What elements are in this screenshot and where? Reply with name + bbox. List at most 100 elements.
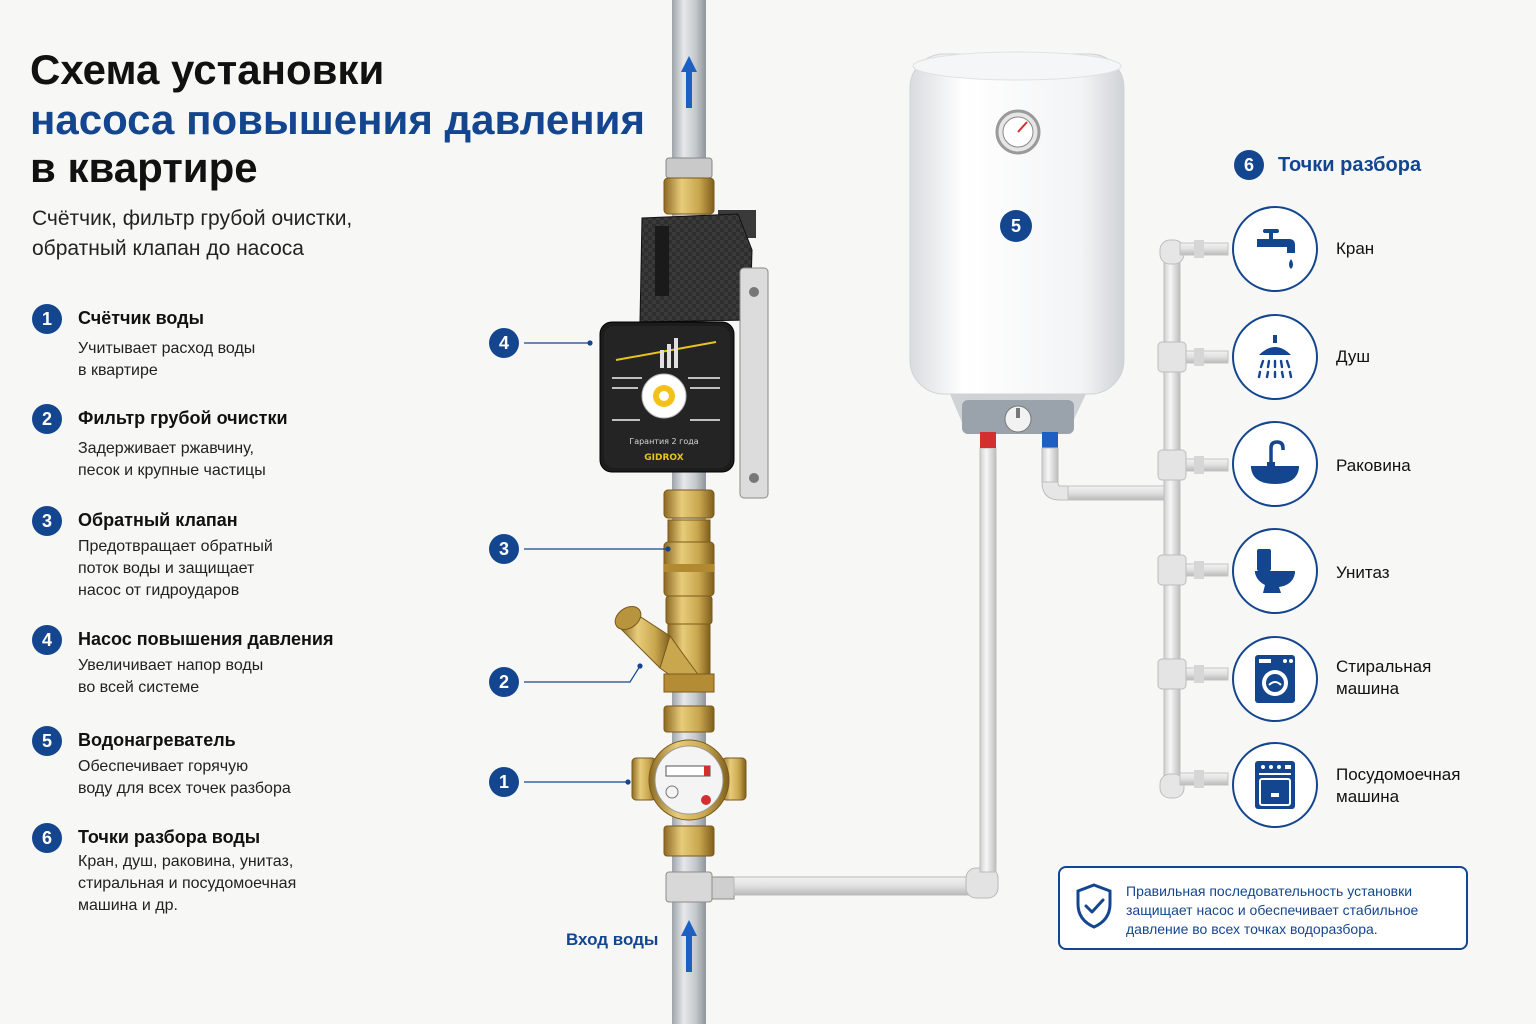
page-title-line-2: насоса повышения давления	[30, 96, 645, 143]
point-label: Душ	[1336, 346, 1370, 368]
point-label-line: Посудомоечная	[1336, 765, 1461, 784]
point-label-line: Душ	[1336, 347, 1371, 366]
pump-brand-text: GIDROX	[644, 453, 683, 463]
point-icon-circle	[1232, 742, 1318, 828]
note-line: защищает насос и обеспечивает стабильное	[1126, 902, 1419, 918]
washing-machine-icon	[1255, 655, 1295, 703]
legend-desc-line: Кран, душ, раковина, унитаз,	[78, 853, 294, 870]
legend-number-badge: 3	[32, 506, 62, 536]
note-line: Правильная последовательность установки	[1126, 883, 1413, 899]
point-label: Раковина	[1336, 455, 1411, 477]
toilet-icon	[1255, 549, 1295, 593]
pump-union-nut	[663, 489, 715, 519]
legend-title: Насос повышения давления	[78, 629, 334, 649]
tee-fitting	[665, 871, 713, 903]
sink-icon	[1251, 440, 1299, 484]
point-label: Посудомоечная машина	[1336, 764, 1460, 808]
point-label-line: Кран	[1336, 239, 1375, 258]
point-icon-circle	[1232, 636, 1318, 722]
inlet-arrow-icon	[681, 920, 697, 972]
subtitle: Счётчик, фильтр грубой очистки, обратный…	[32, 204, 352, 264]
legend-desc-line: Увеличивает напор воды	[78, 657, 264, 674]
point-icon-circle	[1232, 421, 1318, 507]
legend-number-badge: 4	[32, 625, 62, 655]
point-item-shower: Душ	[1232, 314, 1512, 404]
note-line: давление во всех точках водоразбора.	[1126, 921, 1378, 937]
feed-pipe-vertical	[979, 447, 997, 873]
flow-arrow-up-icon	[681, 56, 697, 108]
legend-desc-line: поток воды и защищает	[78, 560, 255, 577]
point-label-line: Стиральная	[1336, 657, 1432, 676]
note-text: Правильная последовательность установки …	[1126, 882, 1418, 939]
legend-desc-line: в квартире	[78, 362, 158, 379]
point-label-line: Унитаз	[1336, 563, 1390, 582]
legend-number-badge: 2	[32, 404, 62, 434]
legend-desc-line: песок и крупные частицы	[78, 462, 266, 479]
shower-icon	[1257, 335, 1293, 379]
legend-desc-line: Задерживает ржавчину,	[78, 440, 254, 457]
y-strainer-filter	[614, 595, 715, 733]
water-heater	[909, 51, 1125, 448]
legend-desc-line: машина и др.	[78, 897, 178, 914]
point-item-dishwasher: Посудомоечная машина	[1232, 742, 1512, 832]
callout-pump-badge: 4	[489, 328, 519, 358]
legend-title: Счётчик воды	[78, 308, 204, 328]
pump-body: Гарантия 2 года GIDROX	[599, 210, 769, 499]
pump-warranty-text: Гарантия 2 года	[629, 437, 698, 446]
callout-filter-badge: 2	[489, 667, 519, 697]
check-valve	[663, 519, 715, 597]
note-box: Правильная последовательность установки …	[1058, 866, 1468, 950]
point-icon-circle	[1232, 314, 1318, 400]
callout-check-valve-badge: 3	[489, 534, 519, 564]
point-icon-circle	[1232, 206, 1318, 292]
point-icon-circle	[1232, 528, 1318, 614]
point-item-toilet: Унитаз	[1232, 528, 1512, 618]
legend-number-badge: 1	[32, 304, 62, 334]
legend-description: Учитывает расход воды в квартире	[78, 338, 255, 382]
legend-description: Обеспечивает горячую воду для всех точек…	[78, 756, 291, 800]
legend-title: Водонагреватель	[78, 730, 236, 750]
legend-description: Увеличивает напор воды во всей системе	[78, 655, 263, 699]
point-label: Кран	[1336, 238, 1374, 260]
water-meter	[631, 739, 747, 857]
feed-pipe-horizontal	[733, 876, 985, 896]
water-inlet-label: Вход воды	[566, 930, 659, 949]
legend-desc-line: стиральная и посудомоечная	[78, 875, 297, 892]
page-title-line-1: Схема установки	[30, 46, 385, 93]
point-item-washing-machine: Стиральная машина	[1232, 636, 1512, 726]
legend-title: Точки разбора воды	[78, 827, 261, 847]
legend-desc-line: насос от гидроударов	[78, 582, 240, 599]
points-header: 6 Точки разбора	[1234, 150, 1421, 180]
shield-check-icon	[1076, 883, 1112, 929]
point-label: Стиральная машина	[1336, 656, 1431, 700]
callout-leaders	[524, 340, 671, 785]
legend-description: Предотвращает обратный поток воды и защи…	[78, 536, 273, 602]
legend-number-badge: 5	[32, 726, 62, 756]
point-item-faucet: Кран	[1232, 206, 1512, 296]
distribution-pipes	[1041, 239, 1229, 799]
subtitle-line-2: обратный клапан до насоса	[32, 237, 304, 260]
legend-desc-line: во всей системе	[78, 679, 200, 696]
point-label-line: машина	[1336, 787, 1400, 806]
dishwasher-icon	[1255, 761, 1295, 809]
legend-desc-line: Учитывает расход воды	[78, 340, 256, 357]
legend-desc-line: воду для всех точек разбора	[78, 780, 291, 797]
faucet-icon	[1257, 229, 1295, 269]
legend-description: Кран, душ, раковина, унитаз, стиральная …	[78, 851, 296, 917]
upper-union-nut	[663, 177, 715, 215]
point-item-sink: Раковина	[1232, 421, 1512, 511]
legend-number-badge: 6	[32, 823, 62, 853]
legend-desc-line: Обеспечивает горячую	[78, 758, 249, 775]
callout-meter-badge: 1	[489, 767, 519, 797]
points-header-label: Точки разбора	[1278, 153, 1422, 176]
point-label: Унитаз	[1336, 562, 1390, 584]
point-label-line: Раковина	[1336, 456, 1411, 475]
points-number-badge: 6	[1234, 150, 1264, 180]
point-label-line: машина	[1336, 679, 1400, 698]
subtitle-line-1: Счётчик, фильтр грубой очистки,	[32, 207, 353, 230]
legend-title: Фильтр грубой очистки	[78, 408, 288, 428]
legend-title: Обратный клапан	[78, 510, 238, 530]
callout-heater-badge: 5	[1000, 210, 1032, 242]
legend-description: Задерживает ржавчину, песок и крупные ча…	[78, 438, 266, 482]
